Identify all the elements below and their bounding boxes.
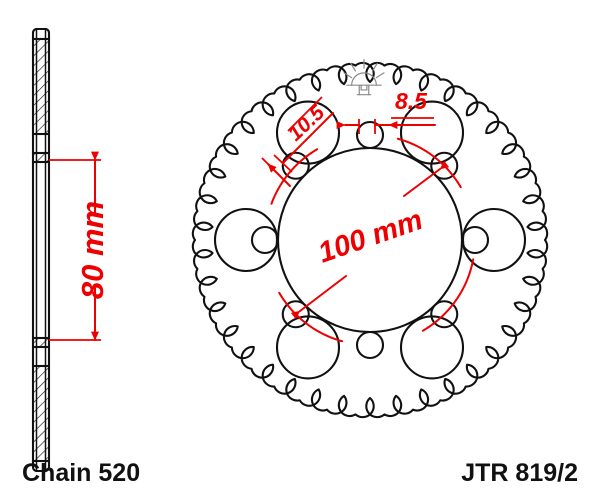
front-plan-view <box>191 58 549 419</box>
part-number-caption: JTR 819/2 <box>461 459 578 487</box>
bolt-hole <box>250 225 280 255</box>
dimension-80mm-label: 80 mm <box>75 201 110 299</box>
bolt-hole <box>355 120 385 150</box>
bolt-hole <box>460 225 490 255</box>
bolt-hole <box>281 151 310 180</box>
bolt-hole <box>281 300 310 329</box>
section-web <box>31 160 51 340</box>
section-shoulder-top <box>31 151 51 164</box>
bolt-holes <box>250 120 490 360</box>
dimension-100mm: 100 mm <box>290 160 450 320</box>
section-shoulder-bottom <box>31 336 51 349</box>
dimension-100mm-label: 100 mm <box>314 204 427 269</box>
section-gap-top <box>31 132 51 155</box>
section-gap-bottom <box>31 345 51 368</box>
section-hatch-bottom <box>31 364 51 463</box>
section-profile-view <box>31 27 51 473</box>
bolt-hole <box>430 300 459 329</box>
jt-sunburst-logo <box>343 58 385 96</box>
bolt-hole <box>355 330 385 360</box>
sprocket-teeth <box>191 61 549 419</box>
bolt-hole <box>430 151 459 180</box>
dimension-8-5-label: 8.5 <box>395 88 428 114</box>
dimension-80mm: 80 mm <box>49 151 110 341</box>
lightening-hole <box>213 207 279 273</box>
pitch-circle <box>270 137 475 343</box>
pitch-circle-arc <box>270 137 475 343</box>
section-hatch-top <box>31 37 51 136</box>
dimension-8-5: 8.5 <box>336 88 436 134</box>
chain-caption: Chain 520 <box>22 459 140 487</box>
